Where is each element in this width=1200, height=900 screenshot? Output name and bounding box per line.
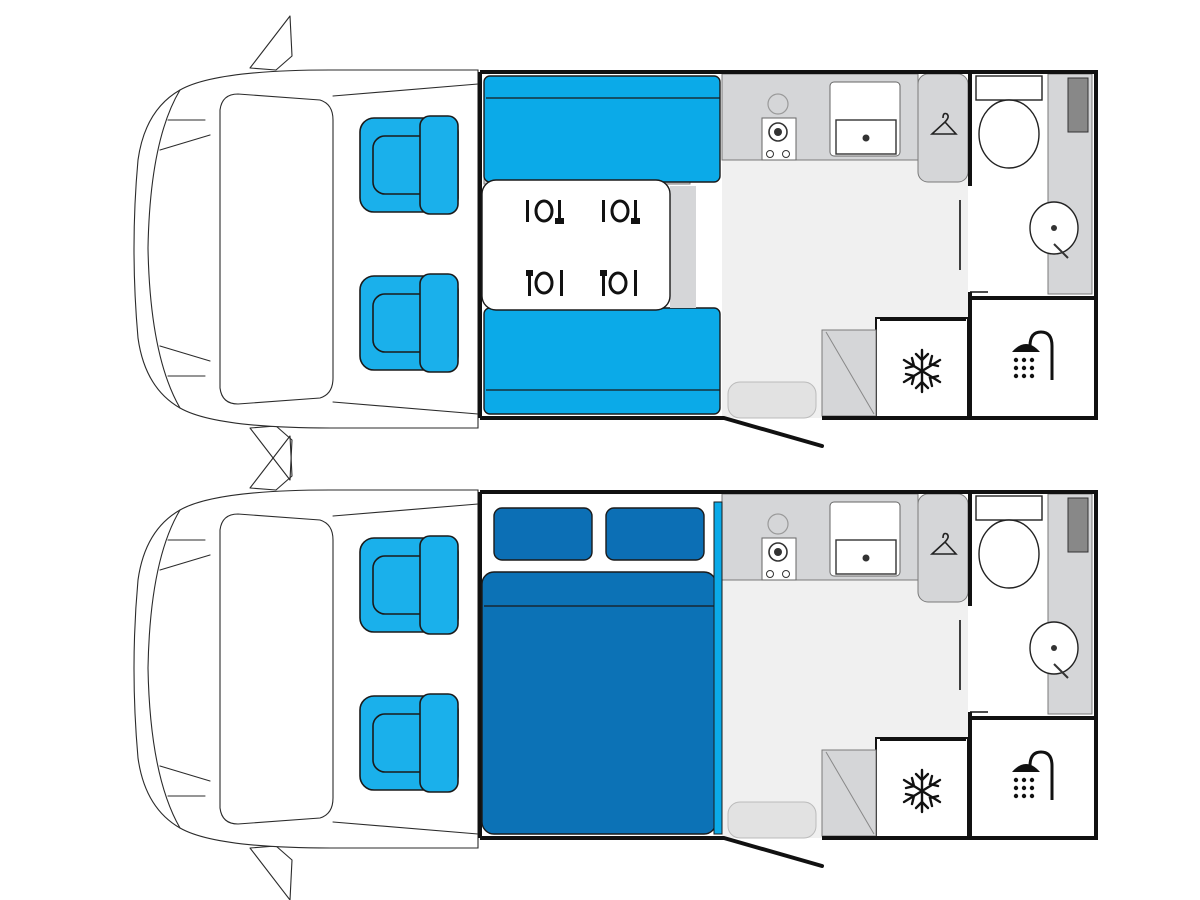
cab-day xyxy=(133,15,479,481)
cab-night xyxy=(133,435,479,900)
cutlery-icon xyxy=(526,199,640,296)
pillow-right xyxy=(605,507,705,561)
lounge-bench-bottom xyxy=(483,307,721,415)
layout-day xyxy=(133,15,1098,481)
pillow-left xyxy=(493,507,593,561)
double-bed xyxy=(481,496,723,835)
dining-table xyxy=(481,179,696,311)
layout-night xyxy=(133,435,1098,900)
lounge-bench-top xyxy=(483,75,721,185)
